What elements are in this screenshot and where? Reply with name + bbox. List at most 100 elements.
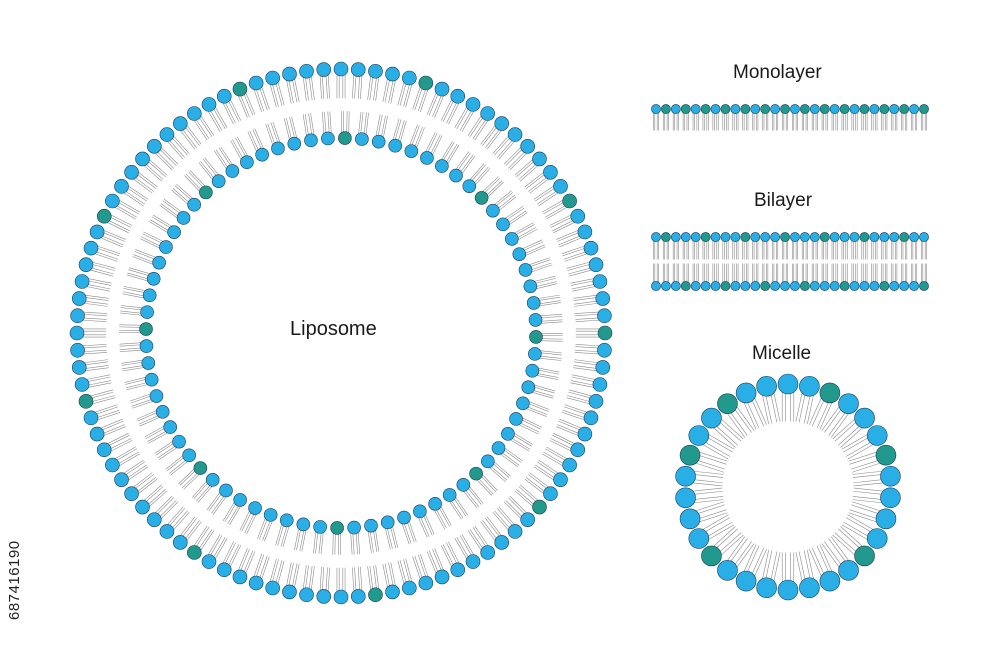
liposome-inner-lipid	[129, 389, 164, 409]
liposome-outer-lipid	[105, 446, 140, 473]
lipid-head	[577, 426, 593, 442]
micelle-lipid	[848, 501, 897, 530]
lipid-tail	[751, 398, 765, 427]
monolayer-lipid	[809, 104, 820, 131]
lipid-tail	[96, 409, 120, 419]
lipid-tail	[459, 109, 473, 131]
lipid-tail	[122, 291, 145, 297]
lipid-tail	[357, 74, 361, 99]
lipid-tail	[138, 172, 158, 188]
lipid-tail	[275, 523, 283, 546]
lipid-head	[710, 104, 721, 114]
lipid-tail	[399, 560, 407, 584]
lipid-head	[456, 478, 471, 492]
lipid-tail	[155, 442, 175, 456]
lipid-head	[105, 457, 120, 473]
lipid-head	[78, 394, 94, 409]
lipid-tail	[186, 125, 202, 145]
lipid-head	[730, 281, 741, 291]
lipid-tail	[743, 401, 757, 430]
lipid-tail	[148, 159, 168, 176]
lipid-head	[469, 466, 483, 481]
monolayer-lipid	[770, 104, 781, 131]
lipid-head	[232, 81, 248, 97]
bilayer-bottom-lipid	[720, 263, 731, 291]
micelle-lipid	[795, 549, 820, 599]
lipid-head	[730, 104, 741, 114]
lipid-tail	[538, 300, 561, 305]
bilayer-bottom-lipid	[859, 263, 870, 291]
lipid-tail	[207, 110, 221, 132]
lipid-tail	[191, 480, 207, 498]
lipid-tail	[693, 470, 724, 475]
micelle-lipid	[777, 552, 799, 601]
lipid-tail	[84, 294, 109, 299]
lipid-tail	[522, 241, 544, 251]
lipid-tail	[154, 152, 173, 171]
lipid-tail	[426, 551, 437, 574]
lipid-tail	[442, 99, 455, 122]
liposome-outer-lipid	[172, 116, 202, 150]
lipid-head	[96, 208, 112, 224]
liposome-inner-lipid	[321, 111, 335, 146]
liposome-inner-lipid	[486, 190, 517, 218]
liposome-inner-lipid	[442, 488, 468, 520]
liposome-outer-lipid	[556, 418, 593, 442]
lipid-tail	[522, 239, 543, 249]
micelle-lipid	[735, 382, 767, 430]
lipid-tail	[130, 395, 152, 404]
lipid-head	[114, 179, 129, 194]
lipid-head	[780, 281, 790, 291]
micelle-lipid	[675, 487, 724, 509]
lipid-head	[854, 545, 875, 567]
lipid-tail	[540, 316, 563, 319]
lipid-tail	[533, 386, 555, 394]
lipid-tail	[286, 562, 292, 587]
lipid-tail	[327, 567, 330, 592]
lipid-head	[651, 104, 661, 114]
lipid-head	[799, 281, 810, 291]
lipid-tail	[202, 158, 218, 177]
lipid-tail	[327, 111, 330, 134]
lipid-tail	[524, 244, 545, 254]
monolayer-lipid	[799, 104, 810, 131]
lipid-tail	[310, 566, 315, 591]
lipid-tail	[247, 131, 257, 152]
lipid-tail	[271, 83, 279, 107]
lipid-head	[875, 444, 897, 466]
micelle-lipid	[852, 487, 901, 509]
lipid-head	[899, 232, 910, 242]
lipid-head	[397, 510, 411, 525]
lipid-tail	[540, 314, 563, 317]
lipid-tail	[229, 545, 242, 567]
bilayer-top-lipid	[839, 232, 850, 260]
liposome-outer-lipid	[83, 404, 121, 426]
lipid-head	[521, 380, 536, 395]
lipid-tail	[142, 233, 163, 244]
lipid-tail	[189, 170, 206, 187]
lipid-tail	[360, 75, 363, 100]
monolayer-lipid	[710, 104, 721, 131]
lipid-head	[338, 131, 352, 145]
lipid-tail	[397, 81, 405, 106]
micelle	[675, 373, 901, 601]
lipid-tail	[237, 95, 248, 118]
lipid-head	[163, 420, 178, 434]
micelle-lipid	[701, 407, 744, 448]
lipid-tail	[180, 516, 196, 536]
lipid-tail	[559, 237, 582, 248]
liposome-outer-lipid	[248, 553, 270, 591]
lipid-tail	[446, 101, 458, 124]
lipid-head	[71, 291, 87, 306]
lipid-head	[135, 151, 150, 167]
lipid-head	[680, 104, 691, 114]
liposome-outer-lipid	[440, 88, 466, 125]
bilayer-bottom-lipid	[780, 263, 790, 291]
lipid-tail	[302, 565, 307, 590]
lipid-head	[543, 164, 558, 180]
lipid-tail	[729, 538, 748, 563]
lipid-tail	[550, 438, 573, 450]
lipid-tail	[115, 448, 137, 462]
lipid-head	[105, 193, 120, 209]
bilayer-bottom-lipid	[760, 263, 771, 291]
